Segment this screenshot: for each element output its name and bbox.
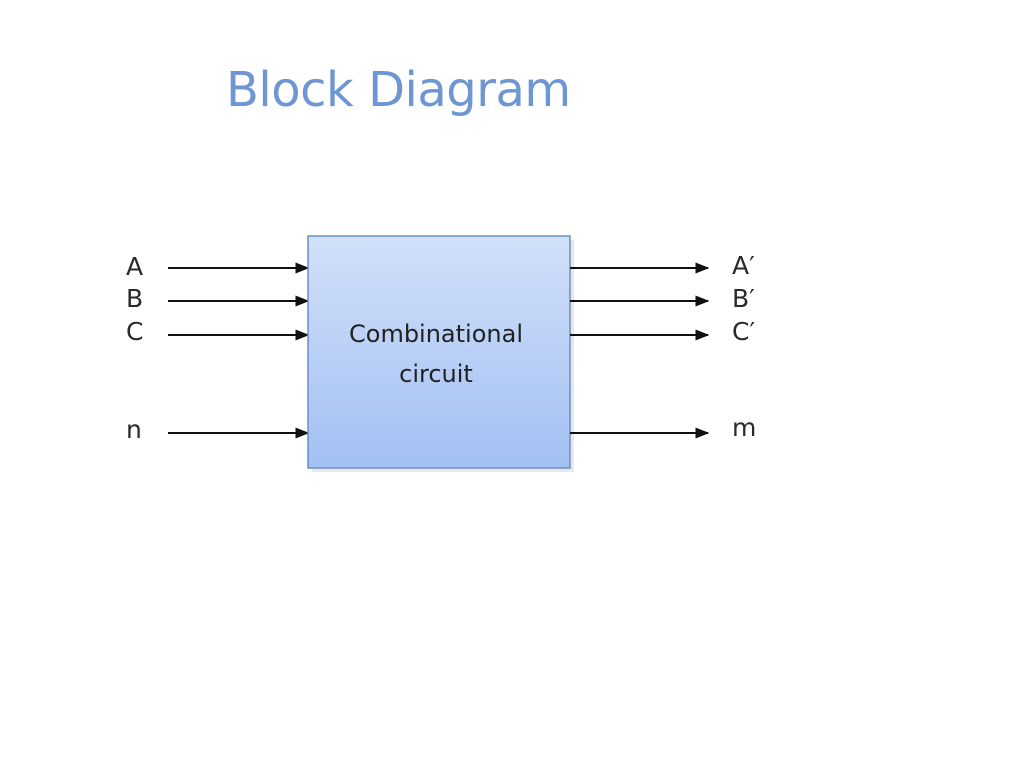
input-label-b: B bbox=[126, 284, 143, 313]
slide-title: Block Diagram bbox=[226, 62, 571, 118]
output-label-b-prime: B′ bbox=[732, 284, 755, 313]
output-label-m: m bbox=[732, 413, 756, 442]
block-label-line2: circuit bbox=[399, 360, 473, 388]
input-label-a: A bbox=[126, 252, 143, 281]
combinational-circuit-block bbox=[307, 235, 571, 469]
output-label-a-prime: A′ bbox=[732, 251, 755, 280]
input-label-c: C bbox=[126, 317, 143, 346]
block-label-line1: Combinational bbox=[349, 320, 523, 348]
output-label-c-prime: C′ bbox=[732, 317, 755, 346]
input-label-n: n bbox=[126, 415, 142, 444]
